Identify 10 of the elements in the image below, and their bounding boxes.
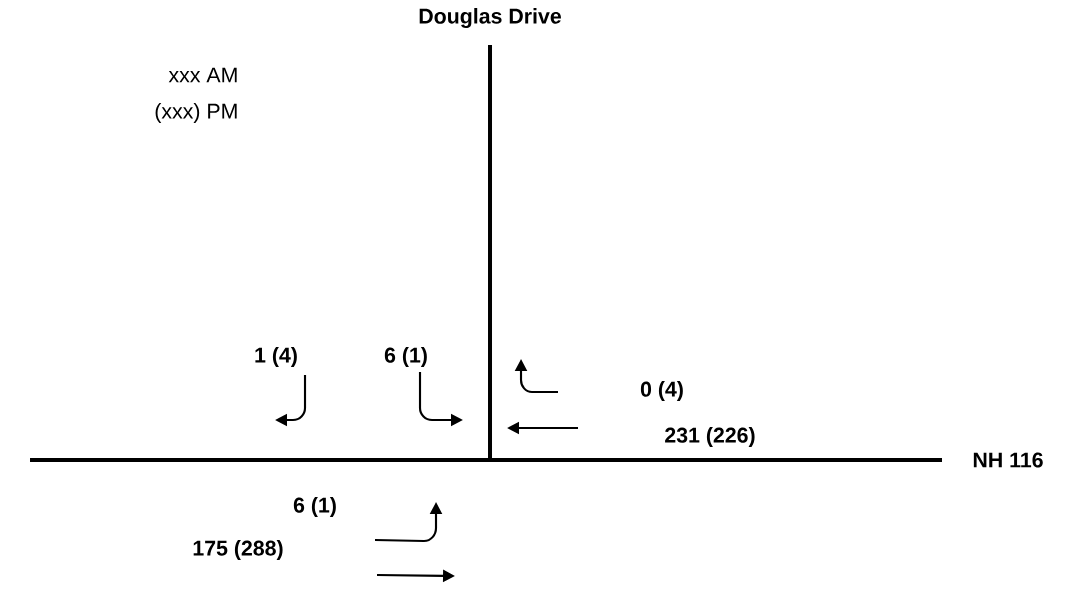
- road-name: Douglas Drive: [419, 8, 561, 28]
- legend-text: (xxx) PM: [155, 103, 237, 123]
- volume-label: 6 (1): [384, 347, 427, 367]
- volume-label: 0 (4): [640, 381, 683, 401]
- road-name: NH 116: [973, 452, 1043, 468]
- volume-label: 175 (288): [193, 540, 283, 560]
- volume-label: 231 (226): [665, 427, 755, 447]
- legend-text: xxx AM: [168, 67, 237, 83]
- volume-label: 6 (1): [293, 497, 336, 517]
- volume-label: 1 (4): [255, 347, 297, 367]
